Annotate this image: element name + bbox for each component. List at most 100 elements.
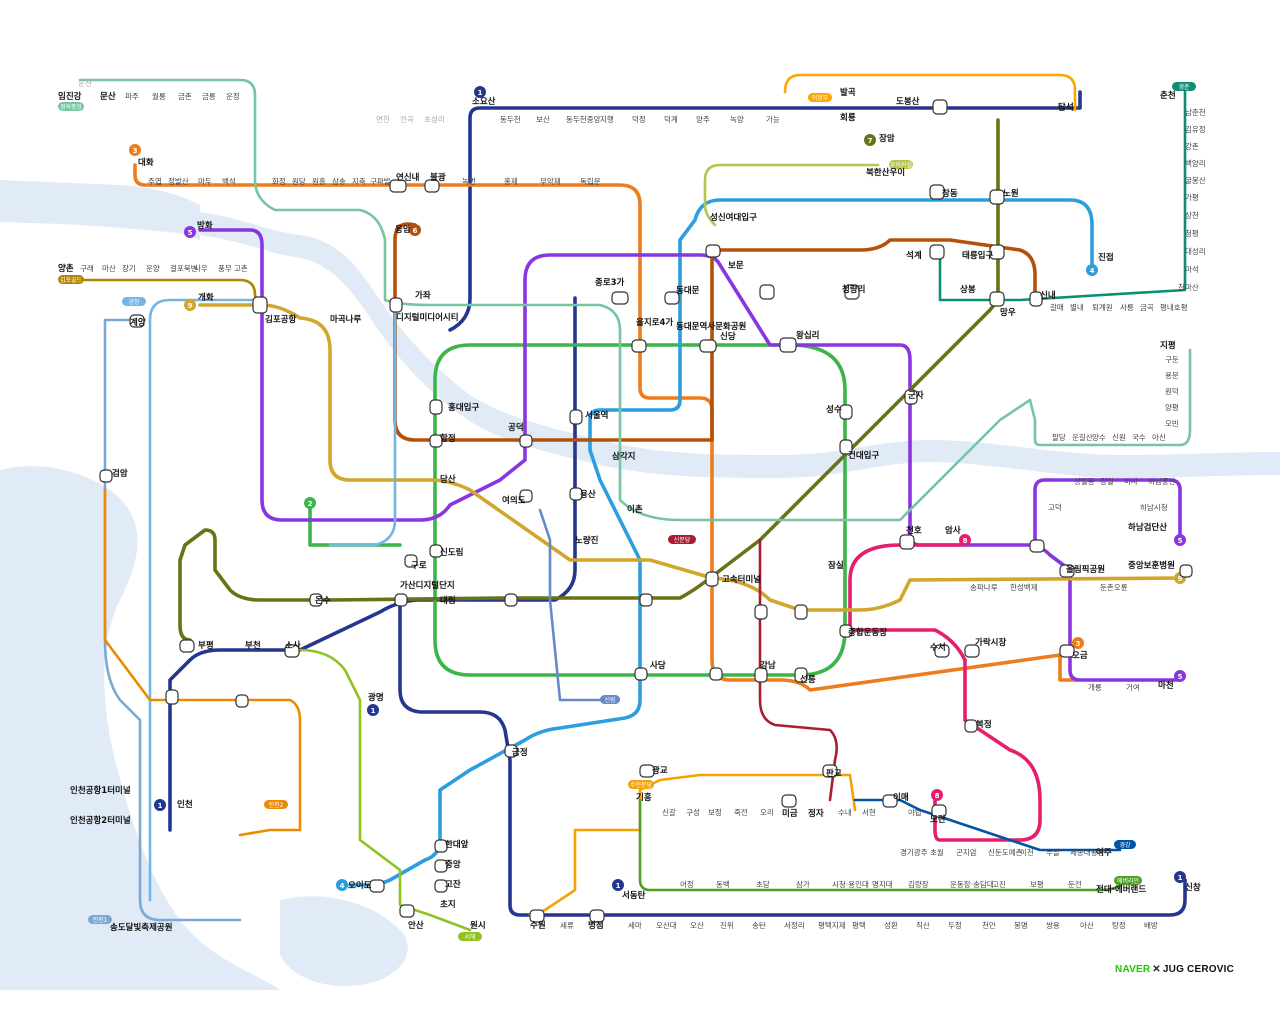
minor-label: 녹양 bbox=[730, 115, 744, 124]
station-marker[interactable] bbox=[709, 667, 723, 681]
minor-label: 한성백제 bbox=[1010, 582, 1038, 592]
station-label: 당산 bbox=[440, 474, 456, 485]
station-marker[interactable] bbox=[934, 644, 950, 658]
station-marker[interactable] bbox=[964, 644, 980, 658]
station-marker[interactable] bbox=[129, 314, 145, 328]
station-marker[interactable] bbox=[634, 667, 648, 681]
river-west-delta bbox=[0, 180, 200, 240]
station-marker[interactable] bbox=[989, 244, 1005, 260]
station-marker[interactable] bbox=[1029, 291, 1043, 307]
station-label: 검암 bbox=[112, 468, 128, 479]
station-marker[interactable] bbox=[369, 879, 385, 893]
station-label: 사당 bbox=[650, 660, 666, 671]
station-marker[interactable] bbox=[394, 593, 408, 607]
station-marker[interactable] bbox=[434, 879, 448, 893]
airport-path bbox=[148, 298, 397, 902]
minor-label: 이천 bbox=[1020, 847, 1034, 857]
station-marker[interactable] bbox=[434, 859, 448, 873]
station-marker[interactable] bbox=[1029, 539, 1045, 553]
station-label: 신도림 bbox=[440, 547, 463, 558]
station-marker[interactable] bbox=[839, 439, 853, 455]
station-marker[interactable] bbox=[631, 339, 647, 353]
station-marker[interactable] bbox=[794, 667, 808, 683]
station-marker[interactable] bbox=[664, 291, 680, 305]
line1-path bbox=[168, 90, 1187, 917]
station-label: 구로 bbox=[411, 561, 427, 571]
svg-text:우이신설: 우이신설 bbox=[890, 161, 912, 169]
station-marker[interactable] bbox=[429, 399, 443, 415]
station-marker[interactable] bbox=[822, 764, 838, 778]
station-marker[interactable] bbox=[705, 244, 721, 258]
station-marker[interactable] bbox=[504, 593, 518, 607]
station-marker[interactable] bbox=[964, 719, 978, 733]
station-marker[interactable] bbox=[839, 404, 853, 420]
station-marker[interactable] bbox=[404, 554, 418, 568]
minor-label: 금곡 bbox=[1140, 303, 1154, 312]
station-marker[interactable] bbox=[504, 744, 518, 758]
station-marker[interactable] bbox=[589, 909, 605, 923]
station-marker[interactable] bbox=[929, 244, 945, 260]
station-marker[interactable] bbox=[529, 909, 545, 923]
minor-label: 독립문 bbox=[580, 177, 601, 186]
minor-label: 홍제 bbox=[504, 176, 518, 186]
minor-label: 양주 bbox=[696, 115, 710, 124]
station-marker[interactable] bbox=[904, 389, 918, 405]
station-marker[interactable] bbox=[759, 284, 775, 300]
station-marker[interactable] bbox=[179, 639, 195, 653]
station-marker[interactable] bbox=[989, 291, 1005, 307]
station-marker[interactable] bbox=[989, 189, 1005, 205]
station-marker[interactable] bbox=[1059, 644, 1075, 658]
station-marker[interactable] bbox=[519, 434, 533, 448]
minor-label: 삼송 bbox=[332, 176, 346, 186]
station-marker[interactable] bbox=[639, 764, 655, 778]
station-marker[interactable] bbox=[794, 604, 808, 620]
station-marker[interactable] bbox=[754, 667, 768, 683]
minor-label: 시청·용인대 bbox=[832, 879, 869, 889]
station-marker[interactable] bbox=[839, 624, 853, 638]
station-marker[interactable] bbox=[882, 794, 898, 808]
station-label: 창동 bbox=[942, 188, 958, 199]
station-marker[interactable] bbox=[899, 534, 915, 550]
station-marker[interactable] bbox=[99, 469, 113, 483]
line8-badge: 8 bbox=[959, 534, 971, 546]
station-marker[interactable] bbox=[932, 99, 948, 115]
minor-label: 원덕 bbox=[1165, 386, 1179, 396]
station-marker[interactable] bbox=[779, 337, 797, 353]
station-marker[interactable] bbox=[569, 409, 583, 425]
station-label: 응암 bbox=[395, 224, 411, 235]
station-label: 노원 bbox=[1003, 188, 1019, 199]
station-marker[interactable] bbox=[1059, 564, 1075, 578]
station-marker[interactable] bbox=[569, 487, 583, 501]
station-marker[interactable] bbox=[389, 179, 407, 193]
station-marker[interactable] bbox=[252, 296, 268, 314]
station-marker[interactable] bbox=[429, 434, 443, 448]
station-marker[interactable] bbox=[309, 593, 323, 607]
station-marker[interactable] bbox=[399, 904, 415, 918]
station-marker[interactable] bbox=[389, 297, 403, 313]
gyeonggang-path bbox=[853, 798, 1122, 852]
station-marker[interactable] bbox=[434, 839, 448, 853]
station-marker[interactable] bbox=[284, 644, 300, 658]
station-marker[interactable] bbox=[235, 694, 249, 708]
minor-label: 오산 bbox=[690, 920, 704, 930]
station-marker[interactable] bbox=[165, 689, 179, 705]
minor-label: 탕정 bbox=[1112, 920, 1126, 930]
station-marker[interactable] bbox=[754, 604, 768, 620]
station-marker[interactable] bbox=[429, 544, 443, 558]
station-marker[interactable] bbox=[699, 339, 717, 353]
station-marker[interactable] bbox=[929, 184, 945, 200]
station-marker[interactable] bbox=[844, 284, 860, 300]
station-marker[interactable] bbox=[639, 593, 653, 607]
station-marker[interactable] bbox=[611, 291, 629, 305]
station-marker[interactable] bbox=[424, 179, 440, 193]
station-marker[interactable] bbox=[931, 804, 947, 818]
minor-label: 쌍용 bbox=[1046, 920, 1060, 930]
station-label: 올림픽공원 bbox=[1066, 564, 1105, 575]
station-marker[interactable] bbox=[781, 794, 797, 808]
tag-gyeongchun: 경춘 bbox=[1172, 82, 1196, 91]
station-marker[interactable] bbox=[1179, 564, 1193, 578]
station-marker[interactable] bbox=[519, 489, 533, 503]
station-label: 가산디지털단지 bbox=[400, 580, 455, 591]
station-marker[interactable] bbox=[705, 571, 719, 587]
station-label: 홍대입구 bbox=[448, 402, 479, 413]
